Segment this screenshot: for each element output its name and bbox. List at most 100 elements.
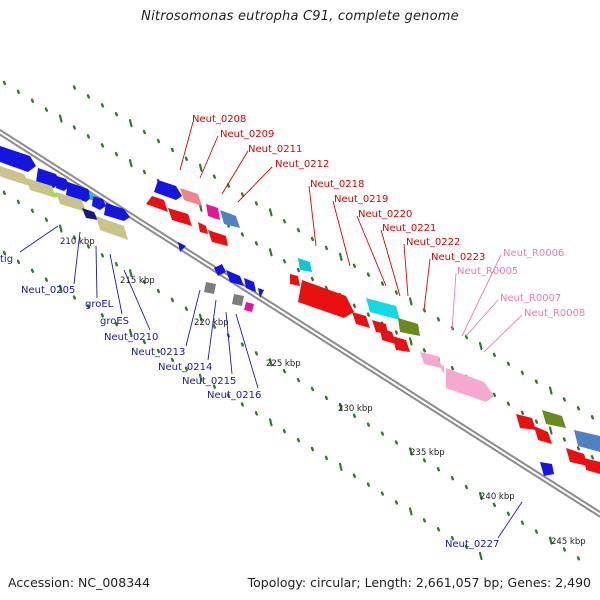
scale-tick [254, 241, 258, 246]
gene-label[interactable]: Neut_0221 [382, 223, 436, 234]
scale-tick [58, 284, 63, 293]
scale-tick [394, 330, 398, 335]
scale-tick [310, 386, 314, 392]
gene-feature[interactable] [584, 458, 600, 474]
gene-feature[interactable] [392, 336, 410, 352]
gene-label[interactable]: Neut_0205 [21, 285, 75, 296]
scale-tick [198, 203, 203, 212]
gene-feature[interactable] [438, 364, 444, 374]
scale-tick [30, 268, 34, 273]
gene-label[interactable]: Neut_0213 [131, 347, 185, 358]
gene-feature[interactable] [516, 414, 536, 430]
gene-feature[interactable] [366, 298, 400, 320]
gene-feature[interactable] [380, 328, 396, 344]
scale-tick [16, 199, 20, 205]
gene-label[interactable]: Neut_0222 [406, 237, 460, 248]
genome-backbone [0, 128, 600, 518]
scale-tick [226, 183, 231, 188]
gene-feature[interactable] [232, 294, 244, 306]
gene-label[interactable]: Neut_0212 [275, 159, 329, 170]
gene-labels-red: Neut_0208 Neut_0209 Neut_0211 Neut_0212 … [192, 114, 485, 263]
gene-feature[interactable] [352, 312, 370, 328]
scale-tick [184, 306, 189, 311]
gene-feature[interactable] [298, 258, 312, 272]
scale-tick [520, 370, 524, 375]
scale-tick [142, 129, 147, 135]
gene-feature[interactable] [244, 278, 256, 292]
gene-feature[interactable] [534, 426, 552, 444]
scale-tick [240, 402, 245, 407]
gene-feature[interactable] [398, 318, 420, 336]
gene-label[interactable]: Neut_0216 [207, 390, 261, 401]
gene-label[interactable]: Neut_R0007 [500, 293, 561, 304]
scale-tick [548, 536, 553, 545]
gene-feature[interactable] [89, 192, 94, 200]
gene-label[interactable]: Neut_0220 [358, 209, 412, 220]
scale-tick [100, 313, 105, 318]
gene-label[interactable]: Neut_0211 [248, 144, 302, 155]
gene-label[interactable]: Neut_0223 [431, 252, 485, 263]
gene-label[interactable]: Neut_0218 [310, 179, 364, 190]
gene-label[interactable]: Neut_0209 [220, 129, 274, 140]
gene-feature[interactable] [540, 462, 554, 476]
gene-feature[interactable] [208, 230, 228, 246]
scale-tick [422, 458, 426, 463]
gene-feature[interactable] [82, 208, 98, 220]
scale-tick [16, 259, 20, 265]
gene-feature[interactable] [104, 203, 130, 221]
gene-feature[interactable] [574, 430, 600, 452]
scale-tick [450, 475, 454, 481]
gene-feature[interactable] [204, 282, 216, 294]
scale-tick [380, 491, 384, 496]
gene-feature[interactable] [66, 182, 92, 202]
gene-feature[interactable] [226, 270, 244, 286]
gene-feature[interactable] [92, 196, 106, 210]
gene-feature[interactable] [446, 368, 494, 402]
gene-feature[interactable] [180, 188, 202, 206]
gene-feature[interactable] [290, 274, 300, 286]
gene-feature[interactable] [198, 222, 208, 234]
gene-feature[interactable] [244, 302, 254, 312]
gene-feature[interactable] [220, 210, 240, 228]
gene-feature[interactable] [566, 448, 588, 466]
gene-feature[interactable] [154, 180, 182, 200]
scale-tick [296, 377, 300, 383]
accession-label: Accession: NC_008344 [8, 575, 151, 590]
gene-feature[interactable] [56, 176, 70, 191]
gene-label[interactable]: Neut_R0005 [457, 266, 518, 277]
gene-label[interactable]: Neut_0227 [445, 539, 499, 550]
gene-feature[interactable] [0, 146, 36, 172]
gene-feature[interactable] [146, 196, 168, 212]
scale-tick [450, 535, 454, 541]
gene-feature[interactable] [542, 410, 566, 428]
gene-feature[interactable] [0, 166, 30, 186]
gene-feature[interactable] [178, 242, 186, 252]
scale-tick [30, 208, 34, 213]
gene-feature[interactable] [168, 208, 192, 226]
scale-tick [86, 134, 91, 139]
gene-label[interactable]: Neut_0208 [192, 114, 246, 125]
gene-label[interactable]: Neut_R0006 [503, 248, 564, 259]
gene-label[interactable]: tig [0, 254, 13, 265]
scale-tick [408, 297, 413, 306]
gene-label[interactable]: Neut_0214 [158, 362, 212, 373]
gene-feature[interactable] [96, 216, 128, 240]
gene-label[interactable]: groEL [85, 299, 114, 310]
gene-feature[interactable] [298, 280, 354, 318]
gene-label[interactable]: Neut_0219 [334, 194, 388, 205]
scale-tick [492, 392, 496, 398]
gene-feature[interactable] [258, 288, 264, 298]
gene-label[interactable]: Neut_0215 [182, 376, 236, 387]
gene-feature[interactable] [206, 204, 220, 220]
gene-label[interactable]: Neut_0210 [104, 332, 158, 343]
gene-label[interactable]: Neut_R0008 [524, 308, 585, 319]
scale-tick [128, 159, 133, 168]
gene-feature[interactable] [26, 178, 56, 198]
scale-tick [548, 386, 553, 395]
gene-label[interactable]: groES [100, 316, 129, 327]
scale-tick [198, 163, 203, 172]
gene-feature[interactable] [420, 352, 442, 368]
scale-tick [170, 147, 175, 153]
gene-feature[interactable] [214, 264, 226, 276]
gene-feature[interactable] [56, 192, 86, 212]
